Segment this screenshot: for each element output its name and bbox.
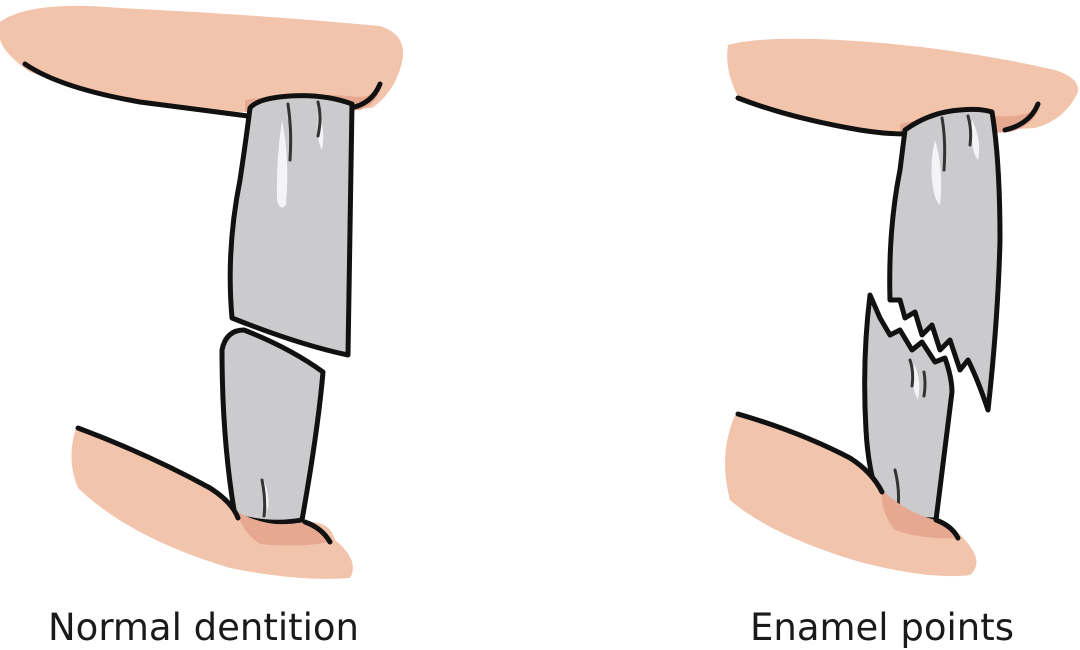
panel-normal-dentition: Normal dentition <box>0 5 404 649</box>
lower-tooth <box>219 327 326 525</box>
lower-gum <box>71 425 353 579</box>
caption-normal-dentition: Normal dentition <box>48 606 359 649</box>
panel-enamel-points: Enamel points <box>725 38 1079 649</box>
upper-tooth-enamel-points <box>887 106 1003 413</box>
lower-gum <box>725 411 977 577</box>
upper-tooth <box>227 93 355 358</box>
caption-enamel-points: Enamel points <box>750 606 1014 649</box>
upper-gum <box>727 38 1079 137</box>
